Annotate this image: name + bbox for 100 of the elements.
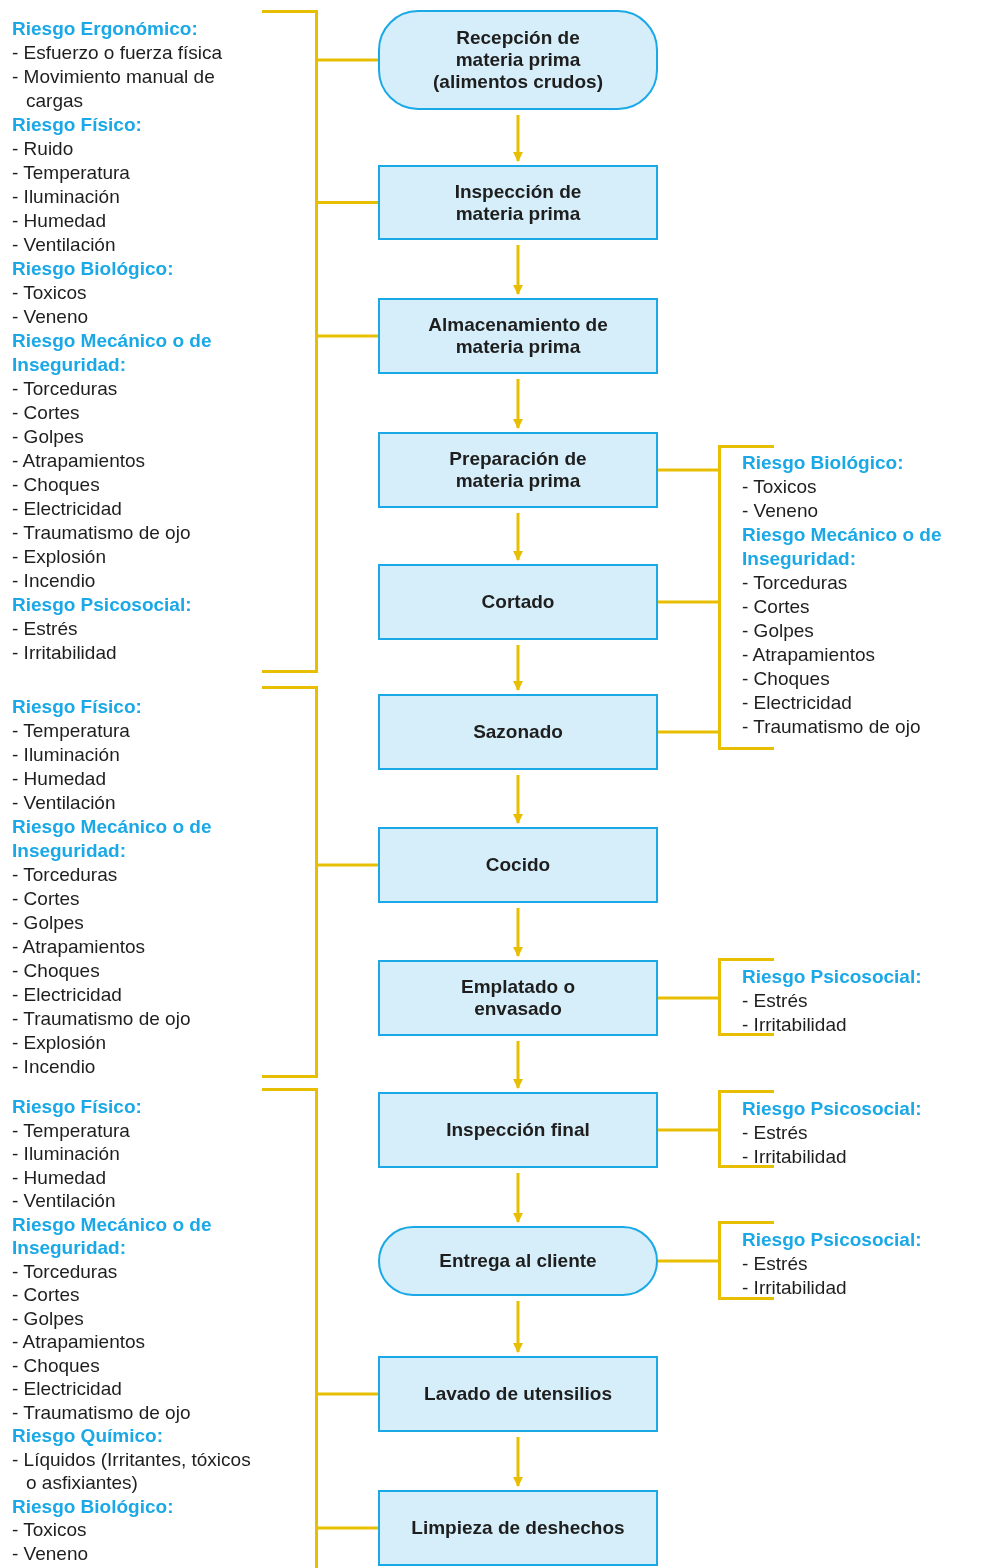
flow-arrow xyxy=(513,513,523,561)
risk-heading: Riesgo Físico: xyxy=(12,113,143,137)
connector-line xyxy=(658,1128,718,1132)
risk-item: - Estrés xyxy=(742,989,809,1013)
risk-item: - Golpes xyxy=(12,911,85,935)
risk-item: - Explosión xyxy=(12,1031,107,1055)
risk-item: - Temperatura xyxy=(12,1118,131,1142)
risk-heading: Riesgo Mecánico o de Inseguridad: xyxy=(12,815,213,863)
risk-item: - Electricidad xyxy=(12,1377,123,1401)
risk-heading: Riesgo Ergonómico: xyxy=(12,17,199,41)
risk-item: - Ventilación xyxy=(12,791,117,815)
connector-line xyxy=(318,863,378,867)
risk-item: - Incendio xyxy=(12,569,97,593)
connector-line xyxy=(658,468,718,472)
flow-arrow xyxy=(513,1437,523,1487)
connector-line xyxy=(318,334,378,338)
risk-item: - Electricidad xyxy=(742,691,853,715)
risk-item: - Toxicos xyxy=(12,281,88,305)
process-box: Emplatado o envasado xyxy=(378,960,658,1036)
flow-arrow xyxy=(513,1301,523,1353)
risk-item: - Irritabilidad xyxy=(12,641,118,665)
risk-item: - Traumatismo de ojo xyxy=(12,1400,192,1424)
risk-heading: Riesgo Mecánico o de Inseguridad: xyxy=(12,329,213,377)
risk-item: - Iluminación xyxy=(12,185,121,209)
risk-item: - Cortes xyxy=(12,401,81,425)
connector-line xyxy=(318,1526,378,1530)
process-box: Limpieza de deshechos xyxy=(378,1490,658,1566)
risk-item: - Choques xyxy=(742,667,831,691)
flow-arrow xyxy=(513,245,523,295)
risk-item: - Atrapamientos xyxy=(12,1330,147,1354)
risk-item: - Atrapamientos xyxy=(12,935,147,959)
risk-item: - Traumatismo de ojo xyxy=(12,1007,192,1031)
risk-item: - Estrés xyxy=(742,1121,809,1145)
process-box: Inspección de materia prima xyxy=(378,165,658,240)
risk-item: - Humedad xyxy=(12,767,107,791)
flow-arrow xyxy=(513,1173,523,1223)
risk-item: - Ventilación xyxy=(12,1189,117,1213)
flow-arrow xyxy=(513,908,523,957)
risk-heading: Riesgo Mecánico o de Inseguridad: xyxy=(742,523,943,571)
risk-item: - Toxicos xyxy=(12,1518,88,1542)
process-box: Sazonado xyxy=(378,694,658,770)
flow-arrow xyxy=(513,775,523,824)
risk-heading: Riesgo Biológico: xyxy=(12,1494,175,1518)
risk-item: - Atrapamientos xyxy=(12,449,147,473)
risk-heading: Riesgo Físico: xyxy=(12,1095,143,1119)
flow-arrow xyxy=(513,645,523,691)
risk-item: - Toxicos xyxy=(742,475,818,499)
risk-item: - Electricidad xyxy=(12,983,123,1007)
risk-item: - Cortes xyxy=(742,595,811,619)
start-end-box: Entrega al cliente xyxy=(378,1226,658,1296)
process-box: Preparación de materia prima xyxy=(378,432,658,508)
risk-item: - Iluminación xyxy=(12,1142,121,1166)
flow-arrow xyxy=(513,379,523,429)
risk-heading: Riesgo Físico: xyxy=(12,695,143,719)
risk-item: - Golpes xyxy=(12,1306,85,1330)
connector-line xyxy=(318,1392,378,1396)
risk-item: - Explosión xyxy=(12,545,107,569)
process-box: Inspección final xyxy=(378,1092,658,1168)
risk-heading: Riesgo Psicosocial: xyxy=(12,593,193,617)
risk-heading: Riesgo Psicosocial: xyxy=(742,965,923,989)
risk-item: - Traumatismo de ojo xyxy=(12,521,192,545)
risk-item: - Movimiento manual de cargas xyxy=(12,65,216,113)
risk-item: - Cortes xyxy=(12,1283,81,1307)
risk-item: - Choques xyxy=(12,473,101,497)
connector-line xyxy=(318,201,378,204)
risk-item: - Iluminación xyxy=(12,743,121,767)
process-box: Cortado xyxy=(378,564,658,640)
start-end-box: Recepción de materia prima (alimentos crudos) xyxy=(378,10,658,110)
risk-item: - Veneno xyxy=(742,499,820,523)
risk-heading: Riesgo Biológico: xyxy=(742,451,905,475)
risk-item: - Torceduras xyxy=(12,377,119,401)
risk-item: - Incendio xyxy=(12,1055,97,1079)
risk-item: - Irritabilidad xyxy=(742,1276,848,1300)
risk-heading: Riesgo Psicosocial: xyxy=(742,1097,923,1121)
risk-item: - Torceduras xyxy=(742,571,849,595)
process-box: Lavado de utensilios xyxy=(378,1356,658,1432)
risk-item: - Ruido xyxy=(12,137,75,161)
risk-heading: Riesgo Psicosocial: xyxy=(742,1228,923,1252)
risk-item: - Golpes xyxy=(742,619,815,643)
risk-item: - Veneno xyxy=(12,1541,90,1565)
connector-line xyxy=(658,600,718,604)
risk-item: - Golpes xyxy=(12,425,85,449)
connector-line xyxy=(318,58,378,62)
risk-item: - Torceduras xyxy=(12,1259,119,1283)
risk-heading: Riesgo Químico: xyxy=(12,1424,164,1448)
flow-arrow xyxy=(513,1041,523,1089)
connector-line xyxy=(658,996,718,1000)
process-box: Almacenamiento de materia prima xyxy=(378,298,658,374)
risk-item: - Torceduras xyxy=(12,863,119,887)
risk-item: - Esfuerzo o fuerza física xyxy=(12,41,224,65)
connector-line xyxy=(658,1259,718,1263)
risk-item: - Choques xyxy=(12,959,101,983)
risk-item: - Humedad xyxy=(12,1165,107,1189)
risk-item: - Temperatura xyxy=(12,161,131,185)
risk-heading: Riesgo Biológico: xyxy=(12,257,175,281)
risk-item: - Irritabilidad xyxy=(742,1145,848,1169)
risk-item: - Electricidad xyxy=(12,497,123,521)
risk-item: - Estrés xyxy=(742,1252,809,1276)
flow-arrow xyxy=(513,115,523,162)
process-box: Cocido xyxy=(378,827,658,903)
